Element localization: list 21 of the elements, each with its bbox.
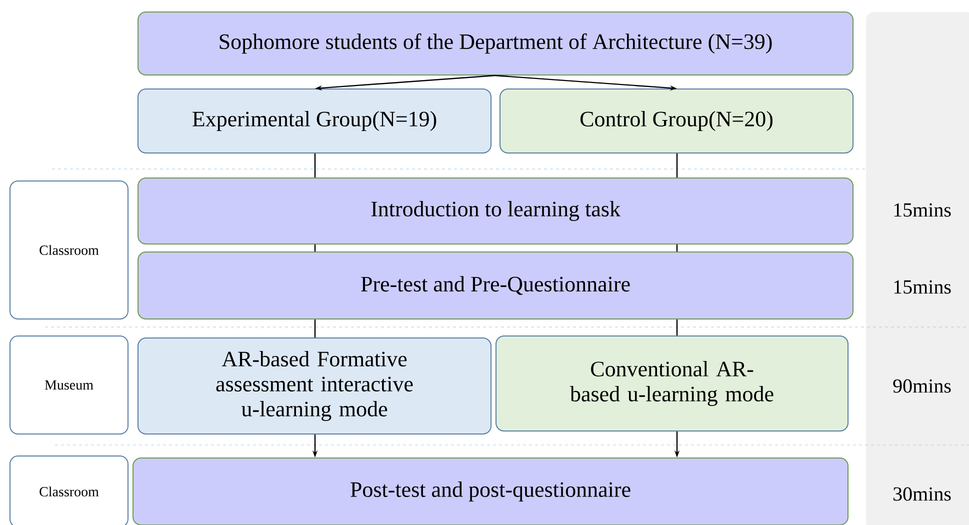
connector-line — [676, 320, 678, 336]
connector-line — [314, 320, 316, 338]
duration-label: 90mins — [893, 379, 951, 393]
connector-line — [676, 244, 678, 252]
group-box: AR-based Formative assessment interactive u-learning mode — [138, 338, 492, 434]
duration-label: 15mins — [894, 203, 951, 217]
connector-line — [676, 154, 678, 178]
process-box: Post-test and post-questionnaire — [132, 458, 848, 525]
location-box: Classroom — [10, 456, 128, 525]
group-box: Conventional AR-based u-learning mode — [496, 336, 848, 432]
group-box: Control Group(N=20) — [500, 88, 854, 154]
location-box: Museum — [10, 336, 128, 434]
process-box: Introduction to learning task — [138, 178, 854, 244]
location-box: Classroom — [10, 180, 128, 320]
connector-line — [314, 244, 316, 252]
group-box: Experimental Group(N=19) — [138, 88, 492, 154]
process-box: Pre-test and Pre-Questionnaire — [138, 252, 854, 320]
process-box: Sophomore students of the Department of Architecture (N=39) — [138, 12, 854, 76]
duration-label: 15mins — [894, 280, 951, 294]
duration-label: 30mins — [894, 487, 951, 501]
connector-line — [314, 154, 316, 178]
